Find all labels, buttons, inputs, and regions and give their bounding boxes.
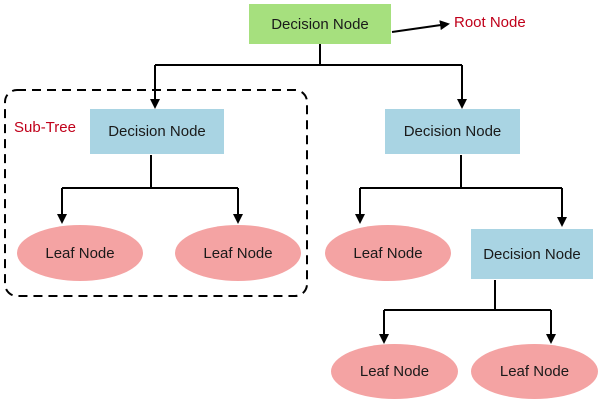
edge-root-to-children [150,44,467,109]
root-callout-arrow [391,20,450,33]
right-decision-node: Decision Node [385,109,520,154]
lower-decision-node: Decision Node [471,229,593,279]
subtree-label: Sub-Tree [14,119,76,136]
leaf-node-bottom-2: Leaf Node [471,344,598,399]
leaf-node-right-1: Leaf Node [325,225,451,281]
root-node-callout: Root Node [454,14,526,31]
leaf-node-left-1: Leaf Node [17,225,143,281]
leaf-node-bottom-1: Leaf Node [331,344,458,399]
edge-lower-decision-to-leaves [379,280,556,344]
edge-right-decision-to-children [355,155,567,227]
edge-left-decision-to-leaves [57,155,243,224]
root-decision-node: Decision Node [249,4,391,44]
leaf-node-left-2: Leaf Node [175,225,301,281]
left-decision-node: Decision Node [90,109,224,154]
